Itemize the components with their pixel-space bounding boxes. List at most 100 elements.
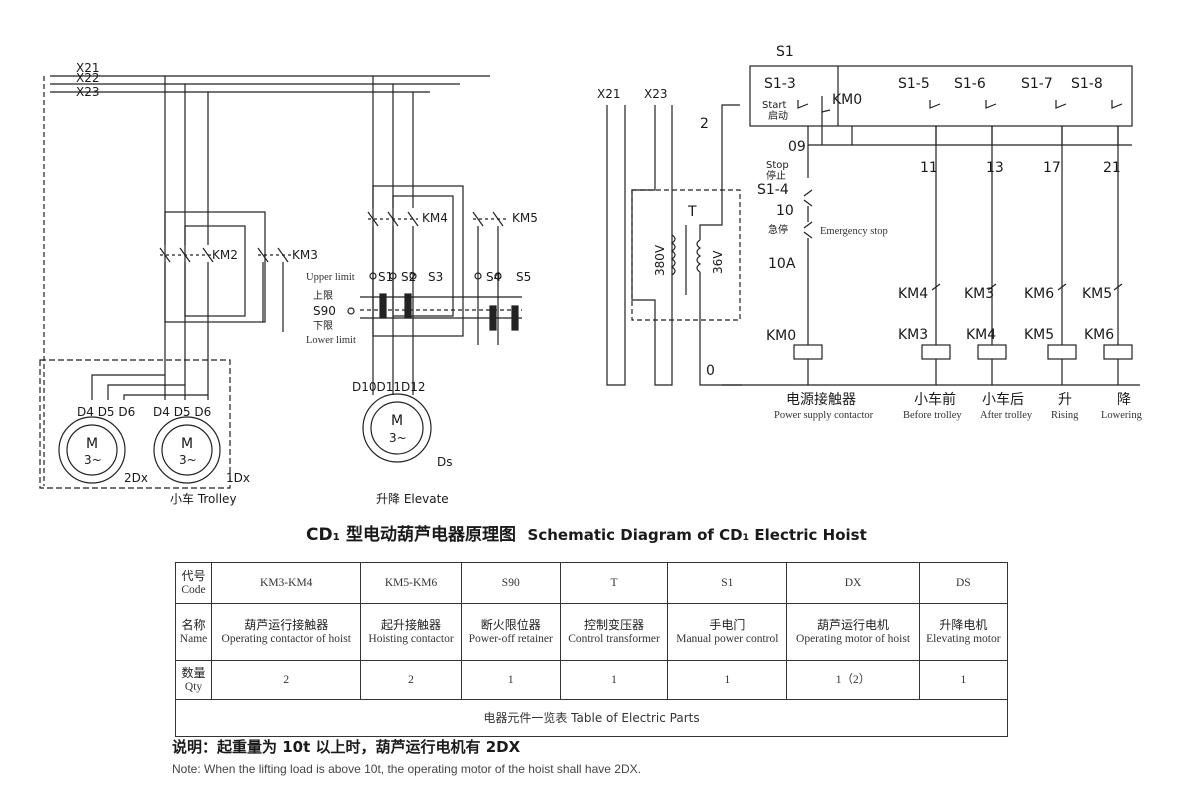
diagram-title-en: Schematic Diagram of CD₁ Electric Hoist [527, 526, 867, 544]
schematic-diagram: X21 X22 X23 KM2 KM3 [39, 44, 1143, 506]
node-0: 0 [706, 363, 715, 379]
interlock-km3: KM3 [964, 286, 994, 302]
estop-en: Emergency stop [820, 226, 888, 237]
switch-s1-8: S1-8 [1071, 76, 1103, 92]
node-13: 13 [986, 160, 1004, 176]
caption-en-after: After trolley [980, 410, 1033, 421]
lower-limit-cn: 下限 [313, 320, 333, 332]
hoist-branch [347, 76, 522, 395]
coil-km6: KM6 [1084, 327, 1114, 343]
x21-label: X21 [597, 87, 621, 101]
start-en: Start [762, 100, 787, 111]
stop-cn: 停止 [766, 169, 786, 182]
motor-terminals-a: D4 D5 D6 [77, 405, 135, 419]
x23-label: X23 [644, 87, 668, 101]
table-cell: 1 [559, 660, 669, 700]
table-cell: 1 [667, 660, 788, 700]
branch-lines [852, 100, 1133, 385]
caption-cn-after: 小车后 [982, 391, 1024, 408]
coil-km5: KM5 [1024, 327, 1054, 343]
node-21: 21 [1103, 160, 1121, 176]
s4-switch: S4 [486, 270, 501, 284]
caption-cn-rising: 升 [1058, 392, 1072, 408]
interlock-km4: KM4 [898, 286, 928, 302]
control-circuit: S1 X21 X23 2 0 T 380V 36V S1-3 Start 启动 [597, 44, 1143, 421]
km4-label: KM4 [422, 211, 448, 225]
control-column [722, 145, 1140, 386]
km0-coil-label: KM0 [766, 328, 796, 344]
motor-2dx [58, 416, 126, 484]
s5-switch: S5 [516, 270, 531, 284]
node-10a: 10A [768, 256, 796, 272]
caption-cn-lowering: 降 [1117, 392, 1131, 408]
trolley-caption: 小车 Trolley [170, 491, 237, 506]
trolley-branch [39, 76, 292, 489]
phase-x21: X21 [76, 61, 100, 75]
upper-limit-en: Upper limit [306, 272, 355, 283]
v36-label: 36V [711, 250, 725, 274]
note-cn: 说明：起重量为 10t 以上时，葫芦运行电机有 2DX [172, 738, 521, 756]
phase-buses [43, 75, 490, 486]
switch-s1-6: S1-6 [954, 76, 986, 92]
motor-1dx-phase: 3~ [179, 453, 197, 467]
caption-en-power: Power supply contactor [774, 410, 874, 421]
caption-en-lowering: Lowering [1101, 410, 1143, 421]
hoist-terminals: D10D11D12 [352, 380, 426, 394]
table-cell: KM3-KM4 [211, 562, 362, 604]
table-cell: 1 [460, 660, 561, 700]
s1-4-label: S1-4 [757, 182, 789, 198]
node-17: 17 [1043, 160, 1061, 176]
stop-en: Stop [766, 160, 789, 171]
coil-km4: KM4 [966, 327, 996, 343]
node-2: 2 [700, 116, 709, 132]
node-10: 10 [776, 203, 794, 219]
km2-label: KM2 [212, 248, 238, 262]
table-cell: 1 [918, 660, 1009, 700]
km5-label: KM5 [512, 211, 538, 225]
s1-top-label: S1 [776, 44, 794, 60]
motor-2dx-m: M [86, 436, 98, 452]
node-09: 09 [788, 139, 806, 155]
elevate-caption: 升降 Elevate [376, 492, 449, 506]
table-cell: 2 [211, 660, 362, 700]
transformer-label: T [687, 204, 697, 220]
motor-1dx [153, 416, 221, 484]
caption-cn-before: 小车前 [914, 391, 956, 408]
estop-cn: 急停 [768, 223, 788, 236]
s90-label: S90 [313, 304, 336, 318]
diagram-title-cn: CD₁ 型电动葫芦电器原理图 [306, 525, 516, 545]
diagram-title: CD₁ 型电动葫芦电器原理图 Schematic Diagram of CD₁ … [306, 520, 926, 545]
table-cell: DS [918, 562, 1009, 604]
motor-ds-label: Ds [437, 455, 453, 469]
table-cell: DX [786, 562, 920, 604]
table-row-caption: 电器元件一览表 Table of Electric Parts [175, 699, 1008, 737]
node-11: 11 [920, 160, 938, 176]
switch-s1-7: S1-7 [1021, 76, 1053, 92]
motor-1dx-label: 1Dx [226, 471, 250, 485]
interlock-km6: KM6 [1024, 286, 1054, 302]
s1-3-label: S1-3 [764, 76, 796, 92]
table-cell: 2 [360, 660, 462, 700]
motor-terminals-b: D4 D5 D6 [153, 405, 211, 419]
caption-cn-power: 电源接触器 [786, 391, 856, 408]
s1-switch: S1 [378, 270, 393, 284]
motor-2dx-phase: 3~ [84, 453, 102, 467]
interlock-km5: KM5 [1082, 286, 1112, 302]
transformer [631, 104, 742, 386]
table-cell: KM5-KM6 [360, 562, 462, 604]
start-cn: 启动 [768, 109, 788, 122]
coil-km3: KM3 [898, 327, 928, 343]
caption-en-before: Before trolley [903, 410, 962, 421]
